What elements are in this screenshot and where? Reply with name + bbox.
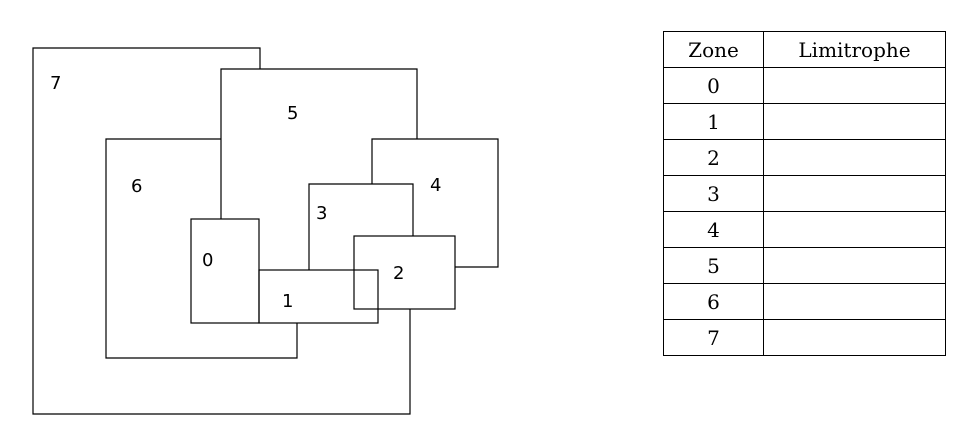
header-limitrophe: Limitrophe <box>763 31 946 68</box>
limitrophe-cell[interactable] <box>763 175 946 212</box>
zone-cell: 0 <box>663 67 764 104</box>
zone-3-label: 3 <box>316 203 327 224</box>
table-row: 0 <box>663 67 946 104</box>
table-row: 5 <box>663 247 946 284</box>
limitrophe-cell[interactable] <box>763 67 946 104</box>
zone-cell: 5 <box>663 247 764 284</box>
limitrophe-cell[interactable] <box>763 319 946 356</box>
table-row: 2 <box>663 139 946 176</box>
zone-1-label: 1 <box>282 291 293 312</box>
zone-2-label: 2 <box>393 263 404 284</box>
zone-0-label: 0 <box>202 250 213 271</box>
table-row: 3 <box>663 175 946 212</box>
zone-0-outline <box>190 218 260 324</box>
zone-map: 7 5 6 4 3 0 2 1 <box>32 47 499 415</box>
limitrophe-cell[interactable] <box>763 139 946 176</box>
table-row: 1 <box>663 103 946 140</box>
zone-6-label: 6 <box>131 176 142 197</box>
zone-2-outline <box>353 235 456 310</box>
zone-cell: 7 <box>663 319 764 356</box>
zone-4-outline <box>371 138 499 268</box>
limitrophe-cell[interactable] <box>763 247 946 284</box>
zone-cell: 2 <box>663 139 764 176</box>
zone-cell: 6 <box>663 283 764 320</box>
table-row: 6 <box>663 283 946 320</box>
zone-4-label: 4 <box>430 175 441 196</box>
zone-7-label: 7 <box>50 73 61 94</box>
table-header-row: Zone Limitrophe <box>663 31 946 68</box>
header-zone: Zone <box>663 31 764 68</box>
zone-3-outline <box>308 183 414 270</box>
limitrophe-cell[interactable] <box>763 103 946 140</box>
zone-1-outline <box>258 269 379 324</box>
zone-7-outline <box>32 47 411 415</box>
zone-table: Zone Limitrophe 0 1 2 3 4 5 6 <box>663 31 946 356</box>
zone-cell: 3 <box>663 175 764 212</box>
table-row: 4 <box>663 211 946 248</box>
zone-5-label: 5 <box>287 103 298 124</box>
limitrophe-cell[interactable] <box>763 211 946 248</box>
zone-6-outline <box>105 138 298 359</box>
table-row: 7 <box>663 319 946 356</box>
zone-5-outline <box>220 68 418 219</box>
limitrophe-cell[interactable] <box>763 283 946 320</box>
zone-cell: 4 <box>663 211 764 248</box>
zone-cell: 1 <box>663 103 764 140</box>
